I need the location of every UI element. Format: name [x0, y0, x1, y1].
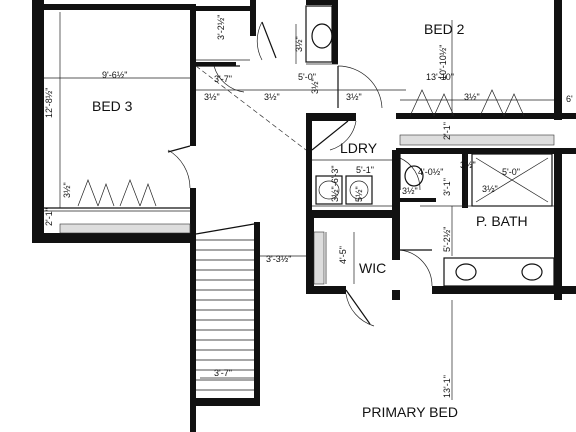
dim-pbath-width: 4'-0½"	[418, 167, 443, 177]
stair-south-wall	[190, 398, 260, 406]
bath-north-wall	[306, 0, 338, 5]
walls	[32, 0, 576, 432]
laundry-shelf	[400, 198, 436, 202]
dim-laundry-machine: 3½"-6'-3"	[330, 165, 340, 202]
room-label-primary-bed: PRIMARY BED	[362, 404, 458, 420]
dim-bed3-depth: 12'-8½"	[44, 88, 54, 118]
dim-laundry-shelf: 3½"	[402, 186, 418, 196]
dim-shower-wall: 3½"	[482, 184, 498, 194]
bed3-south-wall	[32, 233, 196, 243]
pbath-east-wall	[554, 150, 562, 300]
dim-bed2-closet-wall: 3½"	[464, 92, 480, 102]
primary-north-wall	[432, 286, 576, 294]
hall-closet-wall	[250, 0, 256, 36]
room-label-pbath: P. BATH	[476, 213, 528, 229]
dim-hall-width-b: 3'-7"	[214, 74, 232, 84]
dim-stair-landing: 3'-3½"	[266, 254, 291, 264]
dim-wic-depth: 4'-5"	[338, 246, 348, 264]
dim-bed3-closet-depth: 2'-1"	[44, 208, 54, 226]
dim-stair-width: 3'-7"	[214, 368, 232, 378]
dim-shower-size: 5'-0"	[502, 167, 520, 177]
bed2-east-wall	[554, 0, 562, 120]
dim-pbath-depth: 3'-1"	[442, 178, 452, 196]
dim-hall-width-a: 3'-2½"	[216, 15, 226, 40]
wic-south-wall	[306, 286, 346, 294]
dim-hall-wall-1: 3½"	[204, 92, 220, 102]
dim-hall-wall-2: 3½"	[264, 92, 280, 102]
dim-pbath-wall: 3½"	[460, 160, 476, 170]
laundry-west-wall	[306, 113, 312, 213]
pbath-shower-wall	[462, 150, 468, 208]
dim-pbath-vanity-depth: 5'-2½"	[442, 227, 452, 252]
stair-treads	[196, 239, 254, 391]
room-label-bed2: BED 2	[424, 21, 465, 37]
bed3-east-wall-lower	[190, 188, 196, 240]
dim-bed2-closet-depth: 2'-1"	[442, 122, 452, 140]
detail-lines	[44, 5, 555, 400]
dim-laundry-depth: 5½"	[354, 186, 364, 202]
room-label-bed3: BED 3	[92, 98, 133, 114]
dim-bed2-edge: 6'	[566, 94, 573, 104]
dim-hall-wall-3: 3½"	[346, 92, 362, 102]
dim-bath-wall: 3½"	[310, 78, 320, 94]
bed3-north-wall	[36, 4, 196, 10]
dim-primary-depth: 13'-1"	[442, 375, 452, 398]
dim-hall-wall-4: 3½"	[294, 36, 304, 52]
stair-west-wall	[190, 240, 196, 432]
bed3-east-wall-upper	[190, 4, 196, 146]
wic-east-wall	[392, 214, 400, 260]
bed3-west-wall	[32, 0, 44, 243]
dim-bed3-width: 9'-6½"	[102, 70, 127, 80]
wic-west-wall	[306, 214, 314, 294]
dim-bed3-closet-wall: 3½"	[62, 182, 72, 198]
dim-bed2-width: 13'-10"	[426, 72, 454, 82]
hall-shelf-wall	[196, 62, 236, 66]
wic-east-stub	[392, 290, 400, 300]
hall-north-wall	[196, 6, 256, 11]
pbath-north-wall	[396, 148, 576, 154]
stair-east-wall	[254, 222, 260, 404]
room-label-laundry: LDRY	[340, 140, 378, 156]
dim-hall-width-c: 5'-0"	[298, 72, 316, 82]
bed2-west-wall	[332, 0, 338, 64]
bed2-south-wall	[396, 113, 576, 119]
laundry-north-wall	[306, 113, 356, 121]
dim-bed2-depth: 10'-10½"	[438, 45, 448, 80]
room-label-wic: WIC	[359, 260, 386, 276]
dim-laundry-width: 5'-1"	[356, 165, 374, 175]
laundry-east-wall	[392, 150, 400, 218]
wic-north-wall	[306, 210, 398, 218]
